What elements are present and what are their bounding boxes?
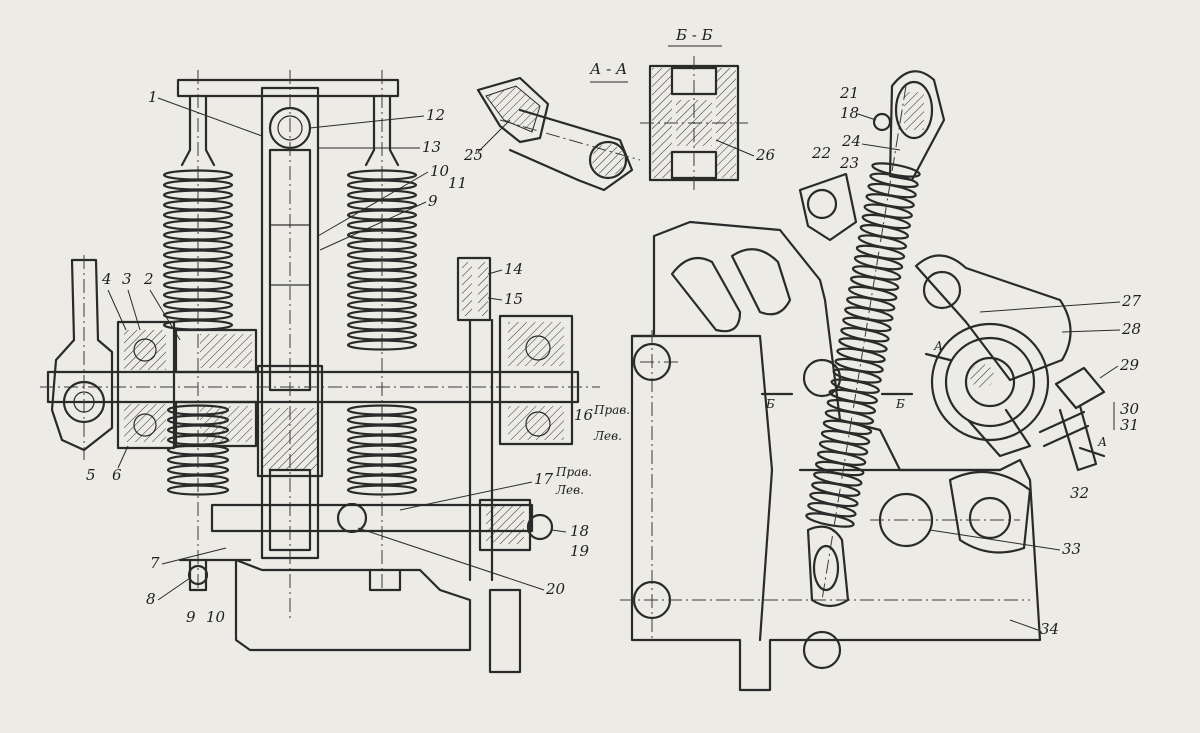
callout-10-lower: 10: [206, 608, 226, 626]
note-16-prav: Прав.: [593, 403, 630, 417]
callout-13: 13: [422, 138, 441, 156]
callout-4: 4: [101, 270, 112, 288]
callout-16: 16: [574, 406, 594, 424]
callout-11: 11: [448, 174, 467, 192]
right-assembly-view: [620, 70, 1106, 692]
callout-32: 32: [1070, 484, 1089, 502]
callout-18-right: 18: [840, 104, 859, 122]
callout-8: 8: [146, 590, 156, 608]
callout-1: 1: [148, 88, 158, 106]
callout-24: 24: [841, 132, 861, 150]
callout-26: 26: [755, 146, 776, 164]
section-mark-b-left: Б: [765, 397, 775, 411]
note-17-prav: Прав.: [555, 465, 592, 479]
callout-21: 21: [839, 84, 859, 102]
diagonal-spring: [805, 162, 921, 528]
callout-23: 23: [839, 154, 859, 172]
callout-9-upper: 9: [428, 192, 438, 210]
callout-19: 19: [570, 542, 590, 560]
callout-14: 14: [504, 260, 523, 278]
callout-9-lower: 9: [186, 608, 196, 626]
section-mark-b-right: Б: [895, 397, 905, 411]
note-16-lev: Лев.: [593, 429, 622, 443]
callout-31: 31: [1120, 416, 1139, 434]
callout-29: 29: [1119, 356, 1140, 374]
section-b-b: [640, 56, 748, 190]
left-upper-spring: [162, 169, 234, 331]
callout-28: 28: [1121, 320, 1141, 338]
callout-2: 2: [143, 270, 154, 288]
callout-34: 34: [1040, 620, 1059, 638]
section-a-a: [476, 76, 641, 192]
callout-12: 12: [426, 106, 445, 124]
callout-7: 7: [150, 554, 160, 572]
section-title-bb: Б - Б: [675, 26, 713, 44]
callout-18-left: 18: [570, 522, 589, 540]
section-mark-a-lower: А: [1097, 435, 1107, 449]
right-upper-spring: [346, 169, 418, 351]
callout-33: 33: [1062, 540, 1081, 558]
callout-10-upper: 10: [430, 162, 450, 180]
callout-25: 25: [463, 146, 483, 164]
callout-22: 22: [811, 144, 831, 162]
callout-6: 6: [112, 466, 122, 484]
callout-3: 3: [122, 270, 132, 288]
callout-5: 5: [86, 466, 96, 484]
callout-20: 20: [545, 580, 566, 598]
left-assembly-view: [40, 70, 600, 674]
callout-27: 27: [1121, 292, 1142, 310]
callout-17: 17: [534, 470, 554, 488]
callout-labels: 1 2 3 4 5 6 7 8 9 10 9 10 11 12 13 14 15…: [86, 84, 1142, 638]
section-title-aa: А - А: [589, 60, 627, 78]
callout-30: 30: [1120, 400, 1140, 418]
section-mark-a-upper: А: [933, 339, 943, 353]
right-lower-spring: [346, 404, 418, 496]
callout-15: 15: [504, 290, 523, 308]
note-17-lev: Лев.: [555, 483, 584, 497]
